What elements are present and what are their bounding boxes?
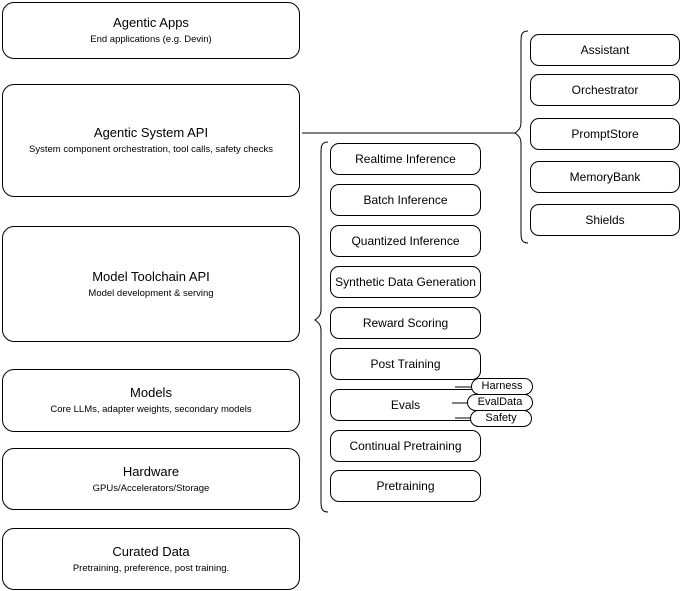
capability-reward-scoring[interactable]: Reward Scoring bbox=[330, 307, 481, 339]
eval-pill-harness[interactable]: Harness bbox=[471, 378, 533, 395]
stack-layer-agentic-system-api[interactable]: Agentic System API System component orch… bbox=[2, 84, 300, 197]
capability-label: Continual Pretraining bbox=[349, 439, 462, 453]
stack-layer-title: Hardware bbox=[122, 463, 180, 479]
brace-toolchain-capabilities bbox=[314, 141, 329, 513]
capability-synthetic-data-generation[interactable]: Synthetic Data Generation bbox=[330, 266, 481, 298]
stack-layer-title: Agentic Apps bbox=[113, 15, 189, 30]
system-component-label: Orchestrator bbox=[571, 83, 639, 97]
stack-layer-title: Agentic System API bbox=[93, 125, 209, 140]
system-component-promptstore[interactable]: PromptStore bbox=[530, 118, 680, 150]
capability-label: Post Training bbox=[370, 357, 441, 371]
capability-post-training[interactable]: Post Training bbox=[330, 348, 481, 380]
capability-batch-inference[interactable]: Batch Inference bbox=[330, 184, 481, 216]
eval-pill-label: Safety bbox=[485, 412, 517, 424]
stack-layer-subtitle: Core LLMs, adapter weights, secondary mo… bbox=[50, 404, 252, 415]
capability-label: Pretraining bbox=[376, 479, 435, 493]
capability-label: Evals bbox=[390, 398, 421, 412]
stack-layer-models[interactable]: Models Core LLMs, adapter weights, secon… bbox=[2, 369, 300, 432]
capability-label: Quantized Inference bbox=[351, 234, 460, 248]
stack-layer-title: Model Toolchain API bbox=[92, 268, 210, 284]
stack-layer-model-toolchain-api[interactable]: Model Toolchain API Model development & … bbox=[2, 226, 300, 342]
stack-layer-title: Models bbox=[130, 385, 172, 400]
eval-pill-evaldata[interactable]: EvalData bbox=[467, 394, 533, 411]
system-component-assistant[interactable]: Assistant bbox=[530, 34, 680, 66]
capability-pretraining[interactable]: Pretraining bbox=[330, 470, 481, 502]
system-component-label: Shields bbox=[585, 213, 625, 227]
stack-layer-subtitle: Model development & serving bbox=[88, 287, 214, 299]
capability-quantized-inference[interactable]: Quantized Inference bbox=[330, 225, 481, 257]
stack-layer-subtitle: Pretraining, preference, post training. bbox=[72, 562, 230, 574]
system-component-label: MemoryBank bbox=[569, 170, 641, 184]
stack-layer-title: Curated Data bbox=[112, 543, 190, 559]
capability-realtime-inference[interactable]: Realtime Inference bbox=[330, 143, 481, 175]
capability-label: Reward Scoring bbox=[362, 316, 449, 330]
brace-system-components bbox=[514, 30, 529, 244]
stack-layer-agentic-apps[interactable]: Agentic Apps End applications (e.g. Devi… bbox=[2, 2, 300, 59]
capability-label: Synthetic Data Generation bbox=[335, 275, 476, 289]
capability-label: Batch Inference bbox=[363, 193, 448, 207]
capability-label: Realtime Inference bbox=[355, 152, 456, 166]
stack-layer-curated-data[interactable]: Curated Data Pretraining, preference, po… bbox=[2, 528, 300, 590]
stack-layer-subtitle: System component orchestration, tool cal… bbox=[29, 144, 273, 155]
capability-continual-pretraining[interactable]: Continual Pretraining bbox=[330, 430, 481, 462]
eval-pill-label: EvalData bbox=[477, 396, 523, 408]
system-component-shields[interactable]: Shields bbox=[530, 204, 680, 236]
eval-pill-label: Harness bbox=[481, 380, 523, 392]
stack-layer-subtitle: End applications (e.g. Devin) bbox=[90, 34, 212, 45]
eval-pill-safety[interactable]: Safety bbox=[470, 410, 532, 427]
system-component-memorybank[interactable]: MemoryBank bbox=[530, 161, 680, 193]
stack-layer-subtitle: GPUs/Accelerators/Storage bbox=[92, 482, 210, 494]
stack-layer-hardware[interactable]: Hardware GPUs/Accelerators/Storage bbox=[2, 448, 300, 510]
system-component-label: PromptStore bbox=[571, 127, 639, 141]
system-component-orchestrator[interactable]: Orchestrator bbox=[530, 74, 680, 106]
system-component-label: Assistant bbox=[580, 43, 630, 57]
capability-evals[interactable]: Evals bbox=[330, 389, 481, 421]
